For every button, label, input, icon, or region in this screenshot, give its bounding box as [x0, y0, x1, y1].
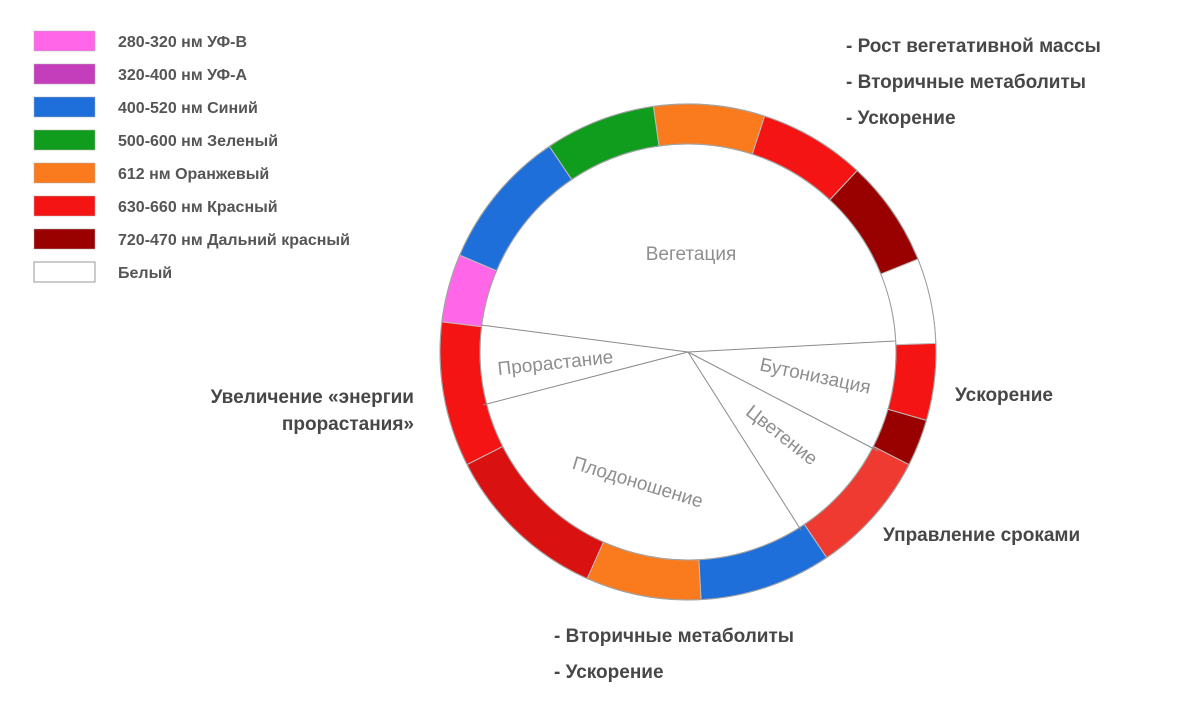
ring-inner-border: [479, 143, 897, 561]
legend: 280-320 нм УФ-В 320-400 нм УФ-А 400-520 …: [33, 30, 350, 283]
legend-label-red: 630-660 нм Красный: [118, 199, 278, 216]
note-bottom-line-2: - Ускорение: [554, 662, 664, 683]
ring-segment-green: [548, 105, 660, 181]
ring-segment-white: [880, 258, 937, 346]
legend-swatch-blue: [33, 96, 96, 118]
legend-label-far-red: 720-470 нм Дальний красный: [118, 232, 350, 249]
ring-outer-border: [439, 103, 937, 601]
note-bottom: - Вторичные метаболиты - Ускорение: [554, 626, 794, 683]
legend-swatch-uvb: [33, 30, 96, 52]
note-germination-line-2: прорастания»: [282, 414, 414, 435]
note-germination: Увеличение «энергии прорастания»: [211, 387, 414, 435]
divider-budding-flowering: [687, 351, 879, 452]
note-germination-line-1: Увеличение «энергии: [211, 387, 414, 408]
divider-vegetation-budding: [687, 340, 896, 353]
legend-swatch-orange: [33, 162, 96, 184]
note-bottom-line-1: - Вторичные метаболиты: [554, 626, 794, 647]
legend-label-orange: 612 нм Оранжевый: [118, 166, 269, 183]
phase-label-germination: Прорастание: [497, 347, 615, 380]
spectrum-ring: [439, 103, 937, 601]
divider-germination-fruiting: [482, 351, 689, 406]
note-top-right-line-3: - Ускорение: [846, 108, 956, 129]
legend-label-blue: 400-520 нм Синий: [118, 100, 258, 117]
legend-swatch-green: [33, 129, 96, 151]
divider-flowering-fruiting: [687, 351, 802, 531]
phase-dividers: [480, 324, 896, 531]
legend-label-white: Белый: [118, 265, 172, 282]
legend-swatch-red: [33, 195, 96, 217]
phase-label-budding: Бутонизация: [758, 355, 873, 399]
note-budding-acceleration: Ускорение: [955, 385, 1053, 406]
note-top-right-line-2: - Вторичные метаболиты: [846, 72, 1086, 93]
ring-segment-red-right: [887, 342, 937, 421]
legend-swatch-white: [33, 261, 96, 283]
note-timing-control: Управление сроками: [883, 525, 1080, 546]
ring-segment-red-left: [439, 321, 504, 466]
ring-segment-orange-bottom: [586, 541, 702, 601]
phase-label-fruiting: Плодоношение: [570, 453, 706, 513]
legend-label-uvb: 280-320 нм УФ-В: [118, 34, 247, 51]
legend-swatch-uva: [33, 63, 96, 85]
legend-label-green: 500-600 нм Зеленый: [118, 133, 278, 150]
note-top-right: - Рост вегетативной массы - Вторичные ме…: [846, 36, 1101, 129]
ring-segment-blue-left: [459, 145, 573, 272]
note-top-right-line-1: - Рост вегетативной массы: [846, 36, 1101, 57]
divider-vegetation-germination: [480, 324, 689, 353]
legend-label-uva: 320-400 нм УФ-А: [118, 67, 247, 84]
phase-label-flowering: Цветение: [742, 401, 822, 470]
phase-label-vegetation: Вегетация: [646, 244, 737, 265]
legend-swatch-far-red: [33, 228, 96, 250]
